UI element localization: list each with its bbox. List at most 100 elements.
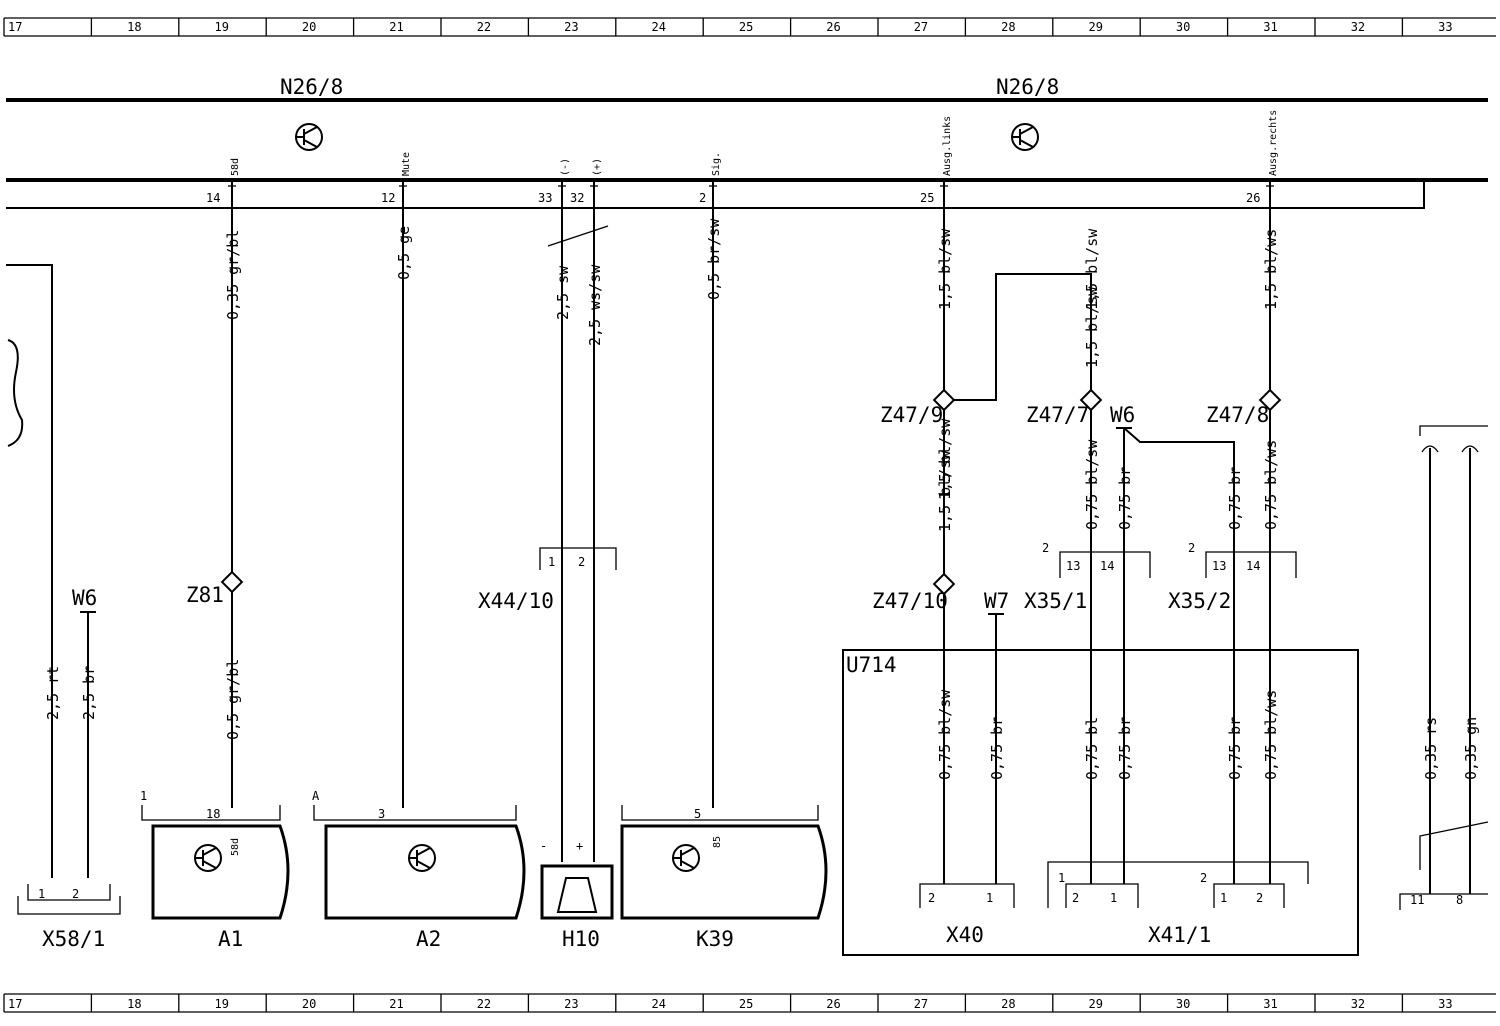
grid-number: 23 (564, 997, 578, 1011)
grid-number: 29 (1089, 997, 1103, 1011)
svg-text:2: 2 (1256, 891, 1263, 905)
svg-text:A: A (312, 789, 320, 803)
u714-label: U714 (846, 653, 897, 677)
grid-number: 24 (652, 997, 666, 1011)
z47-7-label: Z47/7 (1026, 403, 1089, 427)
svg-text:(+): (+) (592, 158, 603, 176)
splice-z47-7 (1079, 388, 1103, 412)
grid-number: 32 (1351, 20, 1365, 34)
wire-label-left-out-low: 1,5 bl/sw (936, 450, 954, 532)
bus-label-left: N26/8 (280, 75, 343, 99)
right-output-branch: Z47/8 1,5 bl/ws 0,75 bl/ws 0,75 bl/ws (1206, 208, 1282, 884)
wire-label-far-gn: 0,35 gn (1462, 717, 1480, 780)
wire-label-branch-mid: 1,5 bl/sw (1083, 286, 1101, 368)
svg-text:2: 2 (928, 891, 935, 905)
svg-text:14: 14 (206, 191, 220, 205)
grid-number: 19 (215, 20, 229, 34)
bus-label-right: N26/8 (996, 75, 1059, 99)
splice-z47-8 (1258, 388, 1282, 412)
w7-label: W7 (984, 589, 1009, 613)
svg-text:14: 14 (1100, 559, 1114, 573)
wire-label-x352-13: 0,75 br (1226, 467, 1244, 530)
grid-number: 27 (914, 20, 928, 34)
grid-number: 26 (826, 20, 840, 34)
wire-label-branch-top: 1,5 bl/sw (1083, 228, 1101, 310)
x35-1-label: X35/1 (1024, 589, 1087, 613)
transistor-icon (408, 844, 436, 872)
connector-x35-1: 2 13 14 X35/1 (1024, 541, 1151, 613)
grid-number: 31 (1263, 997, 1277, 1011)
wire-label-k39: 0,5 br/sw (705, 218, 723, 300)
svg-text:Mute: Mute (401, 152, 412, 176)
connector-pin-12: 12 Mute (381, 152, 412, 208)
svg-text:5: 5 (694, 807, 701, 821)
h10-label: H10 (562, 927, 600, 951)
svg-text:(-): (-) (560, 158, 571, 176)
wire-label-x351-14: 0,75 br (1116, 467, 1134, 530)
svg-text:32: 32 (570, 191, 584, 205)
x35-2-label: X35/2 (1168, 589, 1231, 613)
splice-z47-9 (932, 388, 956, 412)
svg-text:12: 12 (381, 191, 395, 205)
component-k39 (620, 824, 828, 920)
connector-signal-group: 14 58d 12 Mute 33 (-) 32 (+) 2 Sig. 25 A… (206, 110, 1279, 208)
a2-branch: 0,5 ge A 3 A2 (312, 208, 526, 951)
grid-number: 25 (739, 20, 753, 34)
svg-text:Sig.: Sig. (711, 152, 722, 176)
component-a1 (151, 824, 290, 920)
splice-z47-10 (932, 572, 956, 596)
svg-text:1: 1 (38, 887, 45, 901)
wire-label-u714-br1: 0,75 br (1116, 717, 1134, 780)
wire-label-u714-blws: 0,75 bl/ws (1262, 690, 1280, 780)
svg-text:33: 33 (538, 191, 552, 205)
wire-label-a2: 0,5 ge (395, 226, 413, 280)
svg-text:14: 14 (1246, 559, 1260, 573)
wire-label-h10-plus: 2,5 ws/sw (586, 264, 604, 346)
grid-number: 20 (302, 20, 316, 34)
svg-text:1: 1 (140, 789, 147, 803)
grid-number: 25 (739, 997, 753, 1011)
x58-1-label: X58/1 (42, 927, 105, 951)
svg-text:-: - (540, 839, 547, 853)
svg-text:+: + (576, 839, 583, 853)
svg-text:2: 2 (1188, 541, 1195, 555)
transistor-icon (295, 123, 323, 151)
wire-label-a1-top: 0,35 gr/bl (224, 230, 242, 320)
wire-label-x58-rt: 2,5 rt (44, 666, 62, 720)
grid-number: 31 (1263, 20, 1277, 34)
w6-mid-label: W6 (1110, 403, 1135, 427)
ground-branches: W6 0,75 br 0,75 br 0,75 br 0,75 br W7 0,… (984, 403, 1244, 884)
svg-text:13: 13 (1066, 559, 1080, 573)
wire-label-x58-br: 2,5 br (80, 666, 98, 720)
svg-text:85: 85 (712, 836, 723, 848)
svg-text:2: 2 (1200, 871, 1207, 885)
svg-text:8: 8 (1456, 893, 1463, 907)
svg-text:58d: 58d (230, 838, 241, 856)
svg-text:13: 13 (1212, 559, 1226, 573)
connector-pin-25: 25 Ausg.links (920, 116, 953, 208)
wire-label-left-out-mid: 1,5 bl/sw (936, 418, 954, 500)
grid-number: 21 (389, 20, 403, 34)
connector-pin-14: 14 58d (206, 158, 241, 208)
transistor-icon (1011, 123, 1039, 151)
wire-label-u714-br2: 0,75 br (1226, 717, 1244, 780)
wire-label-w7-u714: 0,75 br (988, 717, 1006, 780)
svg-text:2: 2 (72, 887, 79, 901)
grid-number: 28 (1001, 20, 1015, 34)
x44-10-label: X44/10 (478, 589, 554, 613)
h10-branch: 2,5 sw 2,5 ws/sw 1 2 X44/10 - + H10 (478, 208, 617, 951)
grid-number: 22 (477, 20, 491, 34)
far-right-connector: 0,35 rs 0,35 gn 11 8 (1399, 425, 1489, 910)
grid-number: 28 (1001, 997, 1015, 1011)
connector-pin-32: 32 (+) (570, 158, 603, 208)
component-a2 (324, 824, 526, 920)
svg-text:3: 3 (378, 807, 385, 821)
svg-text:1: 1 (1110, 891, 1117, 905)
wire-label-x352-14: 0,75 bl/ws (1262, 440, 1280, 530)
grid-number: 20 (302, 997, 316, 1011)
svg-text:26: 26 (1246, 191, 1260, 205)
grid-number: 18 (127, 20, 141, 34)
grid-number: 32 (1351, 997, 1365, 1011)
transistor-icon (672, 844, 700, 872)
